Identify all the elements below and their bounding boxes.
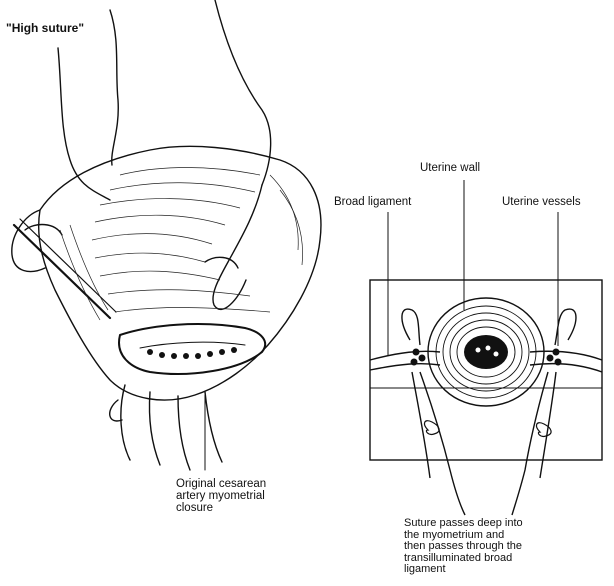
- surgeon-finger: [110, 10, 118, 165]
- uterine-vessels-label: Uterine vessels: [502, 196, 581, 208]
- high-suture-thread: [58, 48, 110, 200]
- uterine-wall-label: Uterine wall: [420, 162, 480, 174]
- broad-ligament-label: Broad ligament: [334, 196, 411, 208]
- suture-path-left: [420, 372, 465, 515]
- suture-passes-label: Suture passes deep into the myometrium a…: [404, 518, 523, 576]
- original-closure-label: Original cesarean artery myometrial clos…: [176, 478, 266, 514]
- high-suture-label: "High suture": [6, 22, 84, 34]
- cross-section-frame: [370, 280, 602, 460]
- incision-closure: [119, 324, 265, 374]
- suture-path-right: [512, 372, 548, 515]
